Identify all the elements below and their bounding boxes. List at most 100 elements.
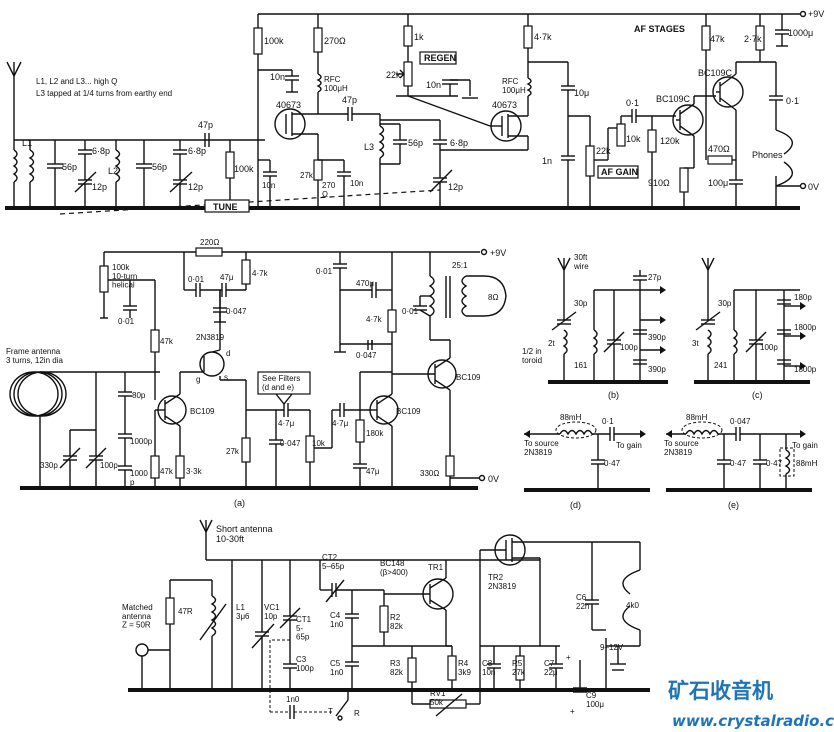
watermark-url: www.crystalradio.cn bbox=[672, 712, 834, 730]
r10k-label: 10k bbox=[626, 134, 641, 144]
e-to-gain-label: To gain bbox=[792, 441, 818, 450]
c001-d-label: 0·01 bbox=[402, 307, 419, 316]
r470-label: 470Ω bbox=[708, 144, 730, 154]
regen-label: REGEN bbox=[424, 53, 456, 63]
l2-label: L2 bbox=[108, 166, 118, 176]
switch-r: R bbox=[354, 709, 360, 718]
xf-label: 25:1 bbox=[452, 261, 468, 270]
c68p-a-label: 6·8p bbox=[92, 146, 110, 156]
c1n-label: 1n bbox=[542, 156, 552, 166]
r47k-b-label: 4·7k bbox=[366, 315, 383, 324]
c47u-c-label: 4·7μ bbox=[332, 419, 349, 428]
a-caption: (a) bbox=[234, 498, 245, 508]
r120k-label: 120k bbox=[660, 136, 680, 146]
r270-label: 270Ω bbox=[324, 36, 346, 46]
c1000u-label: 1000μ bbox=[788, 28, 813, 38]
c-caption: (c) bbox=[752, 390, 763, 400]
d-c01-label: 0·1 bbox=[602, 417, 614, 426]
c47u-b-label: 4·7μ bbox=[278, 419, 295, 428]
c80p-label: 80p bbox=[132, 391, 146, 400]
b-c390p-b-label: 390p bbox=[648, 365, 666, 374]
vbat-label: 9–12V bbox=[600, 643, 624, 652]
e-c047b-label: 0·47 bbox=[766, 459, 783, 468]
pin-g: g bbox=[196, 375, 200, 384]
c12p-c-label: 12p bbox=[448, 182, 463, 192]
bc109c-b-label: BC109C bbox=[698, 68, 733, 78]
e-l88b-label: 88mH bbox=[796, 459, 818, 468]
bc109-a-label: BC109 bbox=[190, 407, 215, 416]
e-l88-label: 88mH bbox=[686, 413, 708, 422]
c100p-label: 100p bbox=[100, 461, 118, 470]
pot22k-a-label: 22k bbox=[386, 70, 401, 80]
bc109-b-label: BC109 bbox=[396, 407, 421, 416]
c330p-label: 330p bbox=[40, 461, 58, 470]
b-c27p-label: 27p bbox=[648, 273, 662, 282]
circuit-c: 30p 3t 241 100p 180p 1800p 1800p (c) bbox=[692, 257, 817, 400]
c1000p-a-label: 1000p bbox=[130, 437, 153, 446]
mosfet1-label: 40673 bbox=[276, 100, 301, 110]
r47k-c-label: 47k bbox=[160, 337, 174, 346]
r100k-b-label: 100k bbox=[234, 164, 254, 174]
a-supply-label: +9V bbox=[490, 248, 506, 258]
c-c1800p-b-label: 1800p bbox=[794, 365, 817, 374]
af-gain-label: AF GAIN bbox=[601, 167, 638, 177]
note-line2: L3 tapped at 1/4 turns from earthy end bbox=[36, 89, 172, 98]
pot22k-b-label: 22k bbox=[596, 146, 611, 156]
c47p-b-label: 47p bbox=[342, 95, 357, 105]
watermark: 矿石收音机 www.crystalradio.cn bbox=[668, 679, 834, 730]
d-l88-label: 88mH bbox=[560, 413, 582, 422]
bc109-c-label: BC109 bbox=[456, 373, 481, 382]
top-supply-label: +9V bbox=[808, 9, 824, 19]
a-ground-label: 0V bbox=[488, 474, 499, 484]
tr1-label: TR1 bbox=[428, 563, 444, 572]
switch-t: T bbox=[328, 707, 333, 716]
c001-b-label: 0·01 bbox=[188, 275, 205, 284]
e-caption: (e) bbox=[728, 500, 739, 510]
c-c100p-label: 100p bbox=[760, 343, 778, 352]
c-c1800p-a-label: 1800p bbox=[794, 323, 817, 332]
c56p-b-label: 56p bbox=[152, 162, 167, 172]
r220-label: 220Ω bbox=[200, 238, 219, 247]
c68p-c-label: 6·8p bbox=[450, 138, 468, 148]
e-c0047-label: 0·047 bbox=[730, 417, 751, 426]
c0047b-label: 0·047 bbox=[356, 351, 377, 360]
r47k-d-label: 47k bbox=[160, 467, 174, 476]
b-c100p-label: 100p bbox=[620, 343, 638, 352]
r47r-label: 47R bbox=[178, 607, 193, 616]
c01b-label: 0·1 bbox=[786, 96, 799, 106]
d-caption: (d) bbox=[570, 500, 581, 510]
see-filters-label: See Filters(d and e) bbox=[262, 374, 300, 392]
c47u-a-label: 47μ bbox=[220, 273, 234, 282]
c7-plus: + bbox=[566, 653, 571, 662]
r27k-label: 2·7k bbox=[744, 34, 762, 44]
r330-label: 330Ω bbox=[420, 469, 439, 478]
top-ground-label: 0V bbox=[808, 182, 819, 192]
speaker-label: 8Ω bbox=[488, 293, 498, 302]
watermark-title: 矿石收音机 bbox=[668, 679, 773, 703]
b-turns-label: 2t bbox=[548, 339, 555, 348]
r180k-label: 180k bbox=[366, 429, 384, 438]
d-c047-label: 0·47 bbox=[604, 459, 621, 468]
tune-label: TUNE bbox=[213, 202, 238, 212]
c12p-b-label: 12p bbox=[188, 182, 203, 192]
c47u-d-label: 47μ bbox=[366, 467, 380, 476]
c001-a-label: 0·01 bbox=[118, 317, 135, 326]
c-c180p-label: 180p bbox=[794, 293, 812, 302]
